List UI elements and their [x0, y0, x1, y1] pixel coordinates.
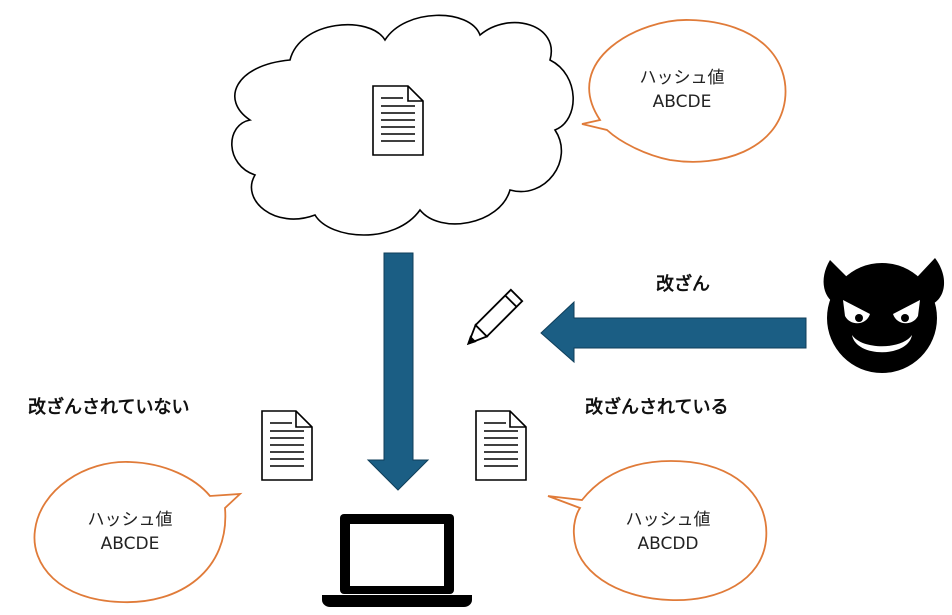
left-hash-value: ABCDE: [100, 534, 160, 554]
cloud-hash-bubble: [581, 19, 787, 163]
right-hash-label: ハッシュ値: [625, 510, 711, 530]
original-document-icon: [261, 410, 313, 481]
tampered-document-icon: [475, 410, 527, 481]
left-hash-bubble: [33, 461, 243, 603]
download-arrow: [366, 252, 430, 491]
cloud-hash-text: ハッシュ値 ABCDE: [602, 66, 762, 114]
cloud-document-icon: [372, 85, 424, 156]
right-hash-bubble: [547, 460, 768, 601]
pencil-icon: [466, 288, 524, 346]
left-hash-label: ハッシュ値: [87, 510, 173, 530]
right-hash-value: ABCDD: [637, 534, 699, 554]
cloud-hash-label: ハッシュ値: [639, 68, 725, 88]
cloud-hash-value: ABCDE: [652, 92, 712, 112]
devil-icon: [823, 258, 945, 373]
tamper-arrow: [540, 300, 807, 364]
right-hash-text: ハッシュ値 ABCDD: [588, 508, 748, 556]
left-hash-text: ハッシュ値 ABCDE: [50, 508, 210, 556]
laptop-icon: [322, 514, 472, 607]
tamper-label: 改ざん: [656, 274, 710, 295]
not-tampered-label: 改ざんされていない: [28, 397, 190, 418]
tampered-label: 改ざんされている: [585, 397, 729, 418]
